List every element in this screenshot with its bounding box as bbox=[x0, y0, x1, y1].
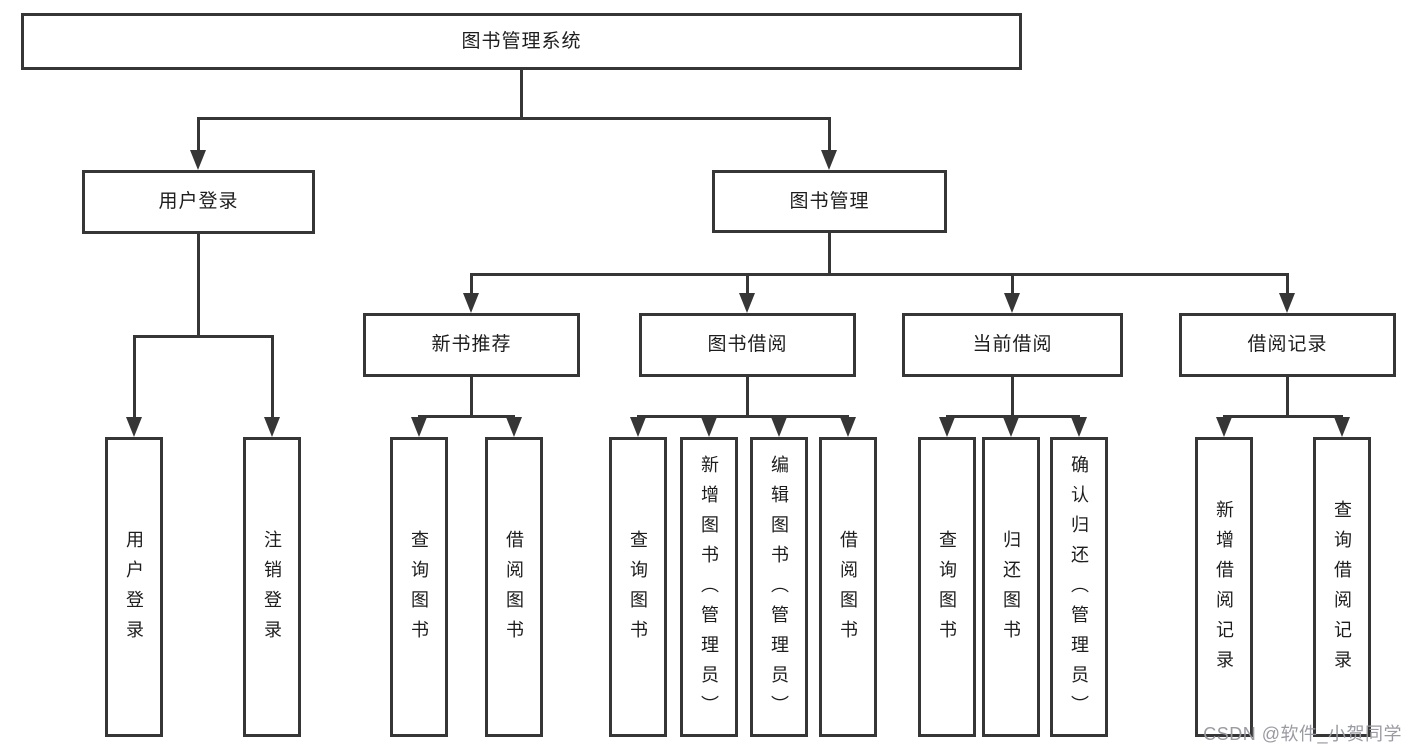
connector-current-borrow-stem bbox=[1011, 377, 1014, 415]
leaf-confirm-return-admin: 确认归还（管理员） bbox=[1050, 437, 1108, 737]
connector-borrow-records-stem bbox=[1286, 377, 1289, 415]
node-book-borrow: 图书借阅 bbox=[639, 313, 856, 377]
leaf-borrow-books: 借阅图书 bbox=[819, 437, 877, 737]
arrowhead-leaf-return-book bbox=[1003, 417, 1019, 437]
arrowhead-leaf-confirm-return bbox=[1071, 417, 1087, 437]
arrowhead-leaf-query-books-borrow bbox=[630, 417, 646, 437]
node-new-book-recommend: 新书推荐 bbox=[363, 313, 580, 377]
leaf-logout: 注销登录 bbox=[243, 437, 301, 737]
connector-book-borrow-split bbox=[637, 415, 849, 418]
connector-user-login-split bbox=[133, 335, 273, 338]
leaf-user-login: 用户登录 bbox=[105, 437, 163, 737]
node-borrow-records: 借阅记录 bbox=[1179, 313, 1396, 377]
connector-new-book-recommend-stem bbox=[470, 377, 473, 415]
connector-book-borrow-stem bbox=[746, 377, 749, 415]
leaf-borrow-books-recommend: 借阅图书 bbox=[485, 437, 543, 737]
connector-book-management-stem bbox=[828, 233, 831, 273]
connector-to-current-borrow bbox=[1011, 273, 1014, 295]
arrowhead-leaf-logout bbox=[264, 417, 280, 437]
leaf-return-book: 归还图书 bbox=[982, 437, 1040, 737]
leaf-query-books-current: 查询图书 bbox=[918, 437, 976, 737]
arrowhead-new-book-recommend bbox=[463, 293, 479, 313]
leaf-query-books-recommend: 查询图书 bbox=[390, 437, 448, 737]
arrowhead-book-management bbox=[821, 150, 837, 170]
arrowhead-leaf-query-books-recommend bbox=[411, 417, 427, 437]
arrowhead-borrow-records bbox=[1279, 293, 1295, 313]
connector-to-new-book-recommend bbox=[470, 273, 473, 295]
arrowhead-user-login bbox=[190, 150, 206, 170]
node-current-borrow: 当前借阅 bbox=[902, 313, 1123, 377]
connector-user-login-stem bbox=[197, 234, 200, 335]
leaf-query-books-borrow: 查询图书 bbox=[609, 437, 667, 737]
arrowhead-leaf-query-books-current bbox=[939, 417, 955, 437]
leaf-add-borrow-record: 新增借阅记录 bbox=[1195, 437, 1253, 737]
node-user-login: 用户登录 bbox=[82, 170, 315, 234]
connector-to-book-borrow bbox=[746, 273, 749, 295]
arrowhead-leaf-borrow-books bbox=[840, 417, 856, 437]
arrowhead-leaf-add-borrow-record bbox=[1216, 417, 1232, 437]
leaf-query-borrow-record: 查询借阅记录 bbox=[1313, 437, 1371, 737]
connector-to-user-login bbox=[197, 117, 200, 153]
connector-new-book-recommend-split bbox=[418, 415, 515, 418]
arrowhead-leaf-edit-book bbox=[771, 417, 787, 437]
arrowhead-current-borrow bbox=[1004, 293, 1020, 313]
connector-borrow-records-split bbox=[1223, 415, 1343, 418]
arrowhead-leaf-query-borrow-record bbox=[1334, 417, 1350, 437]
csdn-watermark: CSDN @软件_小贺同学 bbox=[1203, 724, 1402, 744]
arrowhead-leaf-user-login bbox=[126, 417, 142, 437]
connector-root-stem bbox=[520, 70, 523, 117]
connector-root-split bbox=[197, 117, 831, 120]
connector-to-book-management bbox=[828, 117, 831, 153]
leaf-edit-book-admin: 编辑图书（管理员） bbox=[750, 437, 808, 737]
connector-to-leaf-user-login bbox=[133, 335, 136, 419]
node-book-management: 图书管理 bbox=[712, 170, 947, 233]
connector-to-leaf-logout bbox=[271, 335, 274, 419]
node-root: 图书管理系统 bbox=[21, 13, 1022, 70]
connector-book-management-split bbox=[470, 273, 1289, 276]
leaf-add-book-admin: 新增图书（管理员） bbox=[680, 437, 738, 737]
connector-to-borrow-records bbox=[1286, 273, 1289, 295]
connector-current-borrow-split bbox=[946, 415, 1080, 418]
arrowhead-leaf-add-book bbox=[701, 417, 717, 437]
arrowhead-leaf-borrow-books-recommend bbox=[506, 417, 522, 437]
arrowhead-book-borrow bbox=[739, 293, 755, 313]
